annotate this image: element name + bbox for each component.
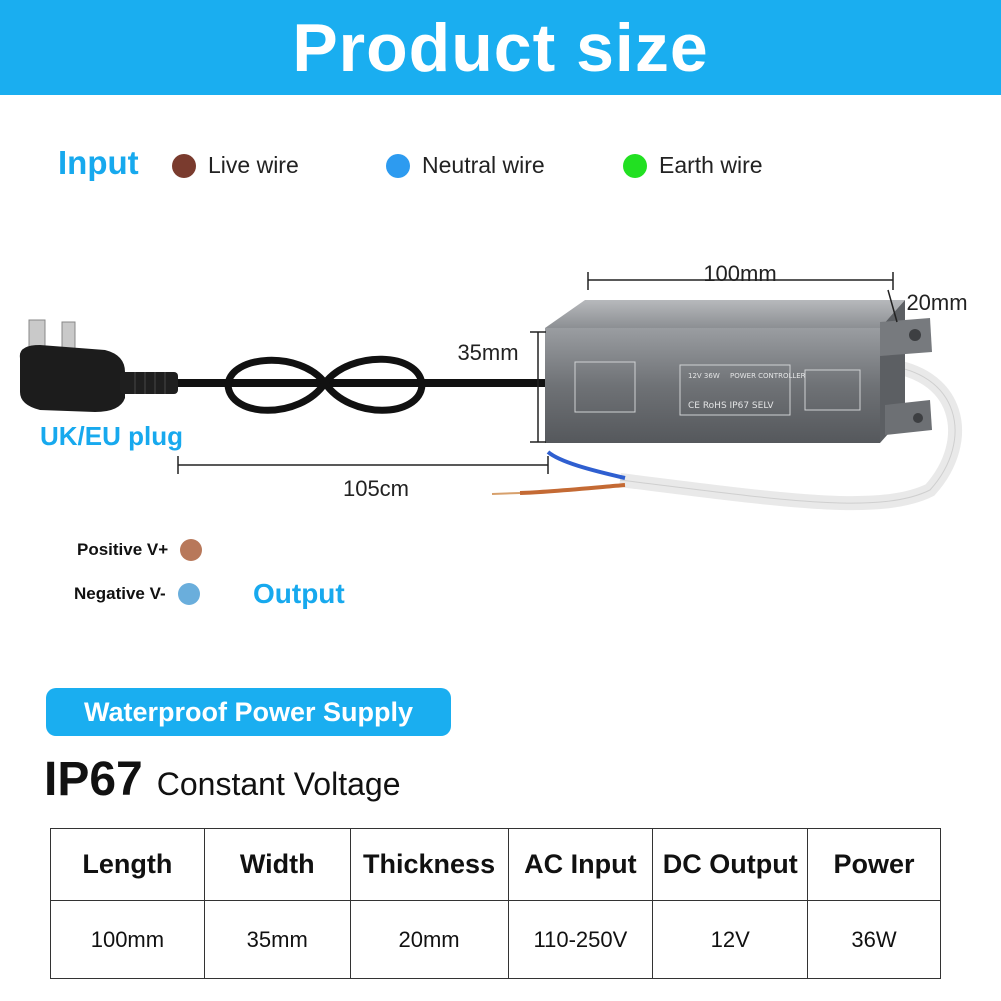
- cell-dc-output: 12V: [652, 900, 809, 979]
- header-thickness: Thickness: [349, 828, 509, 901]
- positive-dot: [180, 539, 203, 561]
- live-wire-label: Live wire: [208, 152, 299, 178]
- cell-ac-input: 110-250V: [507, 900, 654, 979]
- legend-neutral-wire: Neutral wire: [386, 152, 545, 179]
- spec-table: Length Width Thickness AC Input DC Outpu…: [50, 828, 941, 979]
- legend-negative: Negative V-: [74, 583, 200, 605]
- output-label: Output: [253, 578, 345, 609]
- height-dimension: 35mm: [457, 340, 518, 365]
- neutral-wire-dot: [386, 153, 410, 178]
- earth-wire-label: Earth wire: [659, 152, 763, 178]
- input-cable: [178, 355, 545, 414]
- negative-dot: [177, 583, 200, 605]
- header-dc-output: DC Output: [652, 828, 809, 901]
- ip-rating-code: IP67: [44, 753, 143, 806]
- input-label: Input: [58, 144, 139, 181]
- waterproof-badge-label: Waterproof Power Supply: [83, 696, 414, 727]
- device-brand-text: POWER CONTROLLER: [730, 372, 806, 380]
- header-width: Width: [203, 828, 351, 901]
- title-banner: Product size: [0, 0, 1001, 95]
- cell-power: 36W: [807, 900, 941, 979]
- legend-live-wire: Live wire: [172, 152, 299, 179]
- negative-label: Negative V-: [74, 584, 166, 603]
- cell-width: 35mm: [203, 900, 351, 979]
- ip-rating-line: IP67 Constant Voltage: [44, 752, 400, 807]
- spec-table-row: 100mm 35mm 20mm 110-250V 12V 36W: [50, 900, 941, 979]
- neutral-wire-label: Neutral wire: [422, 152, 545, 178]
- plug-label: UK/EU plug: [40, 421, 183, 451]
- product-illustration: 12V 36W POWER CONTROLLER CE RoHS IP67 SE…: [19, 261, 968, 511]
- header-ac-input: AC Input: [507, 828, 654, 901]
- cell-length: 100mm: [50, 900, 205, 979]
- device-rating-text: 12V 36W: [688, 372, 720, 380]
- length-dimension: 100mm: [703, 261, 776, 286]
- power-supply-housing: 12V 36W POWER CONTROLLER CE RoHS IP67 SE…: [545, 300, 932, 443]
- device-marks-text: CE RoHS IP67 SELV: [688, 401, 774, 411]
- page-title: Product size: [292, 9, 709, 86]
- earth-wire-dot: [623, 153, 647, 178]
- cell-thickness: 20mm: [349, 900, 509, 979]
- legend-earth-wire: Earth wire: [623, 152, 763, 179]
- legend-positive: Positive V+: [77, 539, 203, 561]
- dimension-lines: [177, 272, 898, 474]
- header-length: Length: [50, 828, 205, 901]
- spec-table-header-row: Length Width Thickness AC Input DC Outpu…: [50, 828, 941, 901]
- output-wires: [491, 358, 962, 511]
- live-wire-dot: [172, 153, 196, 178]
- depth-dimension: 20mm: [906, 290, 967, 315]
- waterproof-badge: Waterproof Power Supply: [46, 688, 451, 736]
- cable-length-dimension: 105cm: [343, 476, 409, 501]
- ip-rating-text: Constant Voltage: [156, 766, 401, 802]
- uk-plug-icon: [19, 319, 178, 412]
- header-power: Power: [807, 828, 941, 901]
- positive-label: Positive V+: [77, 540, 169, 559]
